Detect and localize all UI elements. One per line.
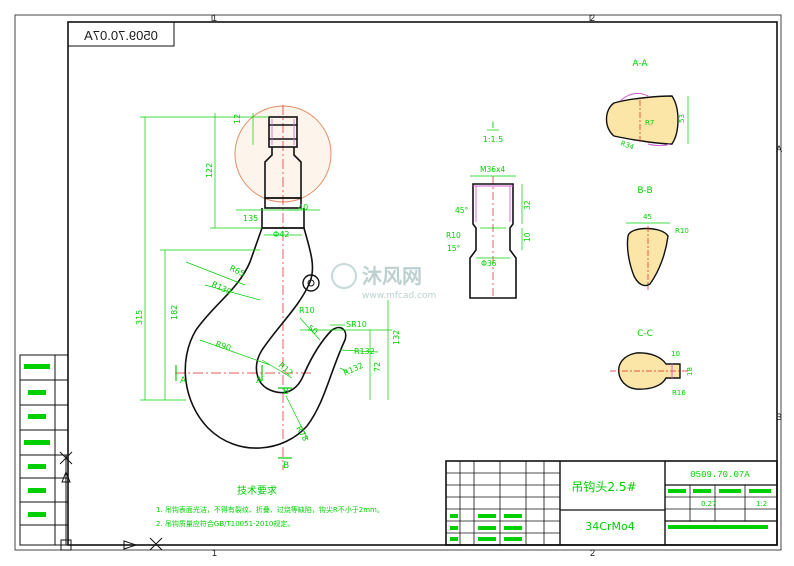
section-mark-b-top: B — [283, 387, 289, 397]
dim-r10: R10 — [299, 306, 315, 315]
grid-bottom-1: 1 — [212, 548, 217, 558]
dim-10: 10 — [523, 232, 532, 242]
outer-frame — [14, 14, 782, 551]
dim-18: 18 — [686, 367, 694, 376]
section-aa-label: A-A — [632, 59, 648, 69]
detail-label: I — [492, 121, 495, 131]
mirrored-number-box — [67, 21, 175, 47]
dim-12: 12 — [233, 114, 242, 124]
dim-r12: R12 — [277, 361, 295, 378]
hook-body — [184, 227, 347, 449]
dim-135: 135 — [243, 214, 258, 223]
dim-15deg: 15° — [447, 244, 461, 253]
dim-72: 72 — [373, 362, 382, 372]
main-dimension-lines — [140, 113, 392, 441]
dim-50: 50 — [306, 323, 320, 336]
dim-m36x4: M36x4 — [480, 165, 505, 174]
dim-32: 32 — [523, 200, 532, 210]
section-cut-marks — [175, 365, 292, 459]
scale-value: 1:2 — [756, 500, 767, 508]
dim-40: 40 — [298, 203, 308, 212]
dim-r132-a: R132 — [354, 347, 375, 356]
dim-315: 315 — [135, 310, 144, 325]
hook-main-view — [175, 105, 347, 470]
watermark-logo-icon — [331, 263, 357, 289]
thread-marks — [271, 119, 295, 145]
section-aa: A-A R7 R34 53 — [605, 59, 689, 152]
title-block — [445, 460, 778, 546]
grid-bottom-2: 2 — [590, 548, 595, 558]
watermark: 沐风网 www.mfcad.com — [331, 263, 436, 301]
section-cc: C-C 10 18 R16 — [610, 329, 694, 397]
grid-right-a: A — [776, 144, 782, 154]
section-mark-a-right: A — [256, 376, 263, 386]
left-stamp-labels — [24, 364, 50, 517]
grid-right-b: B — [776, 412, 782, 422]
left-stamp-column — [19, 354, 69, 546]
section-mark-b-bottom: B — [283, 461, 289, 471]
dim-r10-bb: R10 — [675, 227, 689, 235]
ucs-icon — [59, 451, 163, 551]
dim-r90: R90 — [214, 339, 232, 352]
material: 34CrMo4 — [585, 520, 634, 533]
part-name: 吊钩头2.5# — [571, 480, 636, 494]
dim-53: 53 — [678, 114, 686, 123]
watermark-brand: 沐风网 — [362, 264, 422, 288]
dim-r132-b: R132 — [342, 361, 365, 378]
grid-top-1: 1 — [212, 13, 217, 23]
section-bb: B-B 45 R10 — [626, 186, 689, 290]
dim-45: 45 — [643, 213, 652, 221]
detail-scale: 1:1.5 — [483, 135, 504, 144]
dim-sr10: SR10 — [346, 320, 367, 329]
dim-r34: R34 — [619, 139, 635, 151]
mirrored-drawing-number: 0509.70.07A — [84, 28, 158, 43]
hook-shank — [261, 116, 305, 229]
watermark-url: www.mfcad.com — [362, 291, 436, 301]
section-cc-label: C-C — [637, 329, 653, 339]
section-mark-a-left: A — [180, 376, 187, 386]
drawing-number: 0509.70.07A — [690, 470, 750, 480]
grid-top-2: 2 — [590, 13, 595, 23]
dim-r10-detail: R10 — [446, 231, 461, 240]
dim-10-cc: 10 — [671, 350, 680, 358]
dim-phi42: Φ42 — [273, 230, 289, 239]
weight-value: 0.27 — [701, 500, 717, 508]
notes-line-2: 2. 吊钩质量应符合GB/T10051-2010规定。 — [156, 519, 294, 528]
inner-frame — [67, 21, 778, 546]
notes-line-1: 1. 吊钩表面光洁，不得有裂纹、折叠、过烧等缺陷，钩尖R不小于2mm。 — [156, 505, 384, 514]
dim-phi36: Φ36 — [481, 259, 497, 268]
dim-132: 132 — [392, 330, 401, 345]
detail-view: I 1:1.5 M36x4 45° 32 10 R10 15° Φ36 — [446, 121, 532, 299]
dim-182: 182 — [170, 305, 179, 320]
title-block-cell-labels — [450, 489, 771, 541]
section-bb-label: B-B — [637, 186, 652, 196]
dim-r7: R7 — [645, 119, 654, 127]
dim-r65: R65 — [228, 264, 246, 279]
dim-122: 122 — [205, 163, 214, 178]
hook-eye — [302, 274, 320, 292]
dim-45deg: 45° — [455, 206, 469, 215]
dim-r130: R130 — [210, 280, 233, 297]
notes-heading: 技术要求 — [237, 484, 277, 497]
dim-r16: R16 — [672, 389, 686, 397]
